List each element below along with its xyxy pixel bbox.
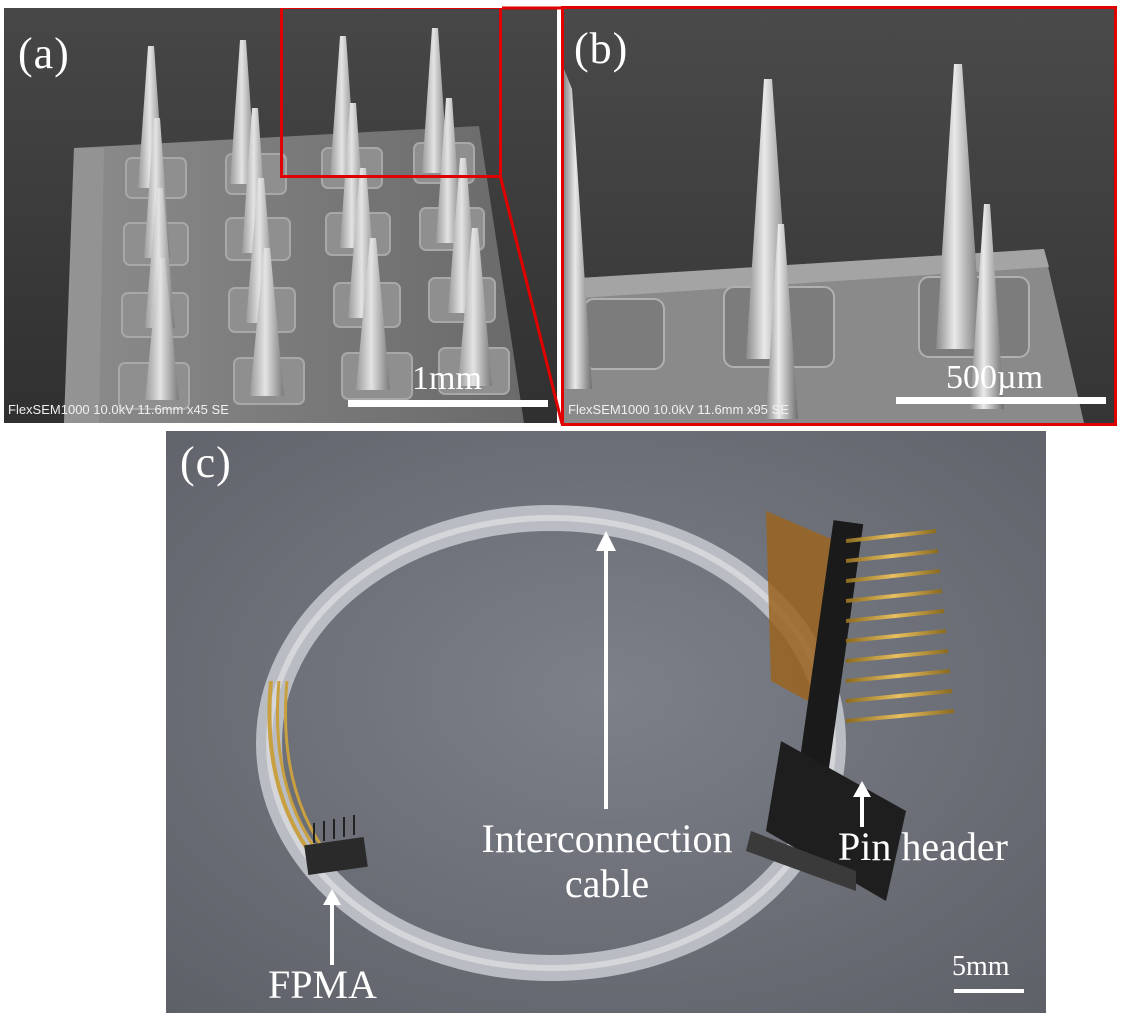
panel-a-label: (a)	[18, 29, 70, 78]
fpma-arrow-icon	[323, 889, 341, 965]
microneedle-zoom-graphic	[564, 9, 1114, 423]
scale-bar-a	[348, 400, 548, 407]
scale-bar-c	[954, 989, 1024, 993]
panel-c-label: (c)	[180, 438, 232, 487]
substrate	[64, 126, 524, 423]
cable-annotation: Interconnection cable	[481, 816, 733, 906]
device-photo: (c) Interconnection cable Pin header FPM…	[166, 431, 1046, 1013]
cable-arrow-icon	[596, 531, 616, 809]
zoom-region-box	[280, 8, 502, 178]
fpma-chip	[304, 836, 368, 876]
fpma-annotation: FPMA	[268, 962, 377, 1007]
sem-image-zoom: (b) 500µm FlexSEM1000 10.0kV 11.6mm x95 …	[561, 6, 1117, 426]
zoom-connector-lines	[498, 6, 564, 425]
sem-image-overview: (a) 1mm FlexSEM1000 10.0kV 11.6mm x45 SE	[4, 8, 557, 423]
scale-bar-b	[896, 397, 1106, 404]
scale-bar-label-c: 5mm	[952, 951, 1010, 982]
panel-b-label: (b)	[574, 24, 629, 73]
scale-bar-label-a: 1mm	[412, 360, 482, 397]
pin-header-arrow-icon	[853, 781, 871, 827]
scale-bar-label-b: 500µm	[946, 359, 1044, 396]
sem-info-b: FlexSEM1000 10.0kV 11.6mm x95 SE	[568, 402, 789, 417]
sem-info-a: FlexSEM1000 10.0kV 11.6mm x45 SE	[8, 402, 229, 417]
pin-header-annotation: Pin header	[838, 824, 1008, 869]
pin-header-block	[798, 520, 864, 772]
